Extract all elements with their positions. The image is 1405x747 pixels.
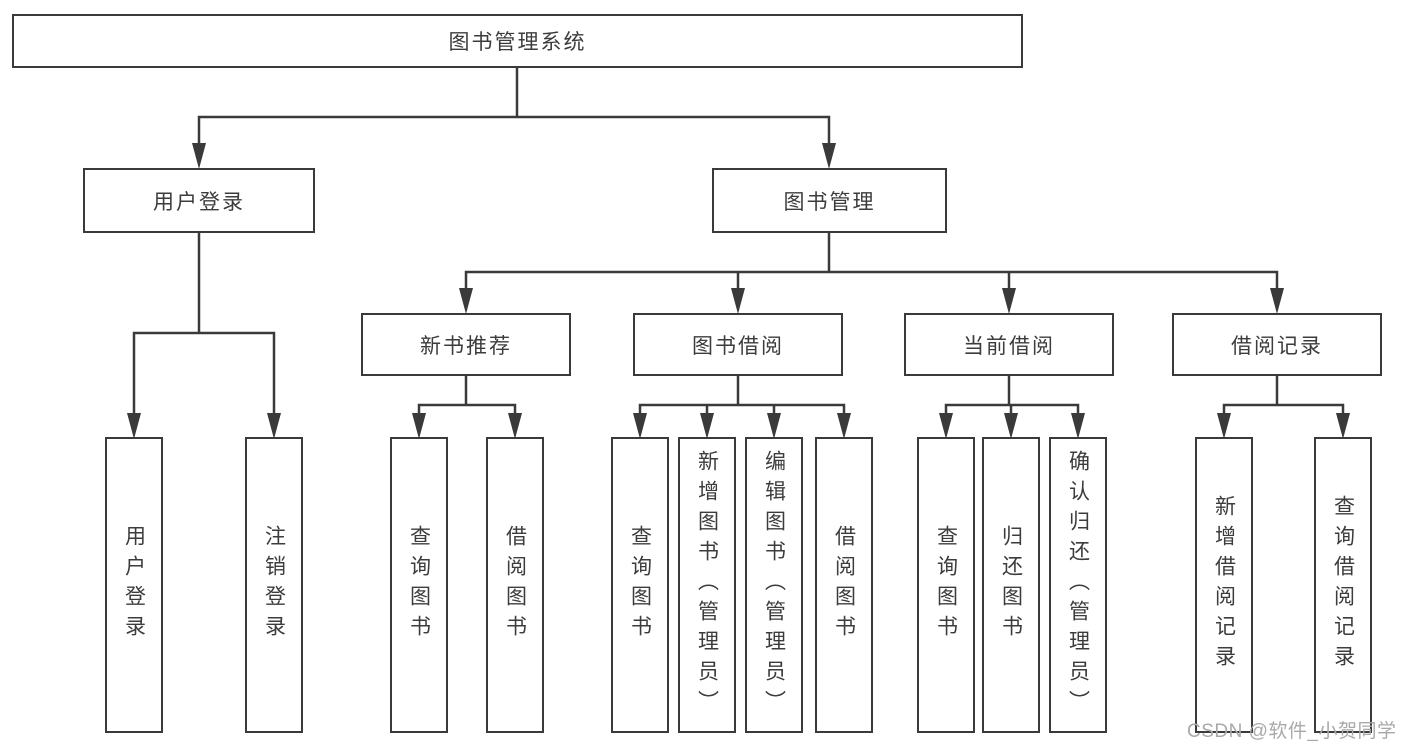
leaf-borrow-books: 借阅图书 (815, 437, 873, 733)
node-current-borrowing: 当前借阅 (904, 313, 1114, 376)
leaf-logout: 注销登录 (245, 437, 303, 733)
leaf-add-borrow-record: 新增借阅记录 (1195, 437, 1253, 733)
watermark: CSDN @软件_小贺同学 (1187, 721, 1397, 742)
leaf-borrow-books-recommend: 借阅图书 (486, 437, 544, 733)
leaf-edit-book-admin: 编辑图书（管理员） (745, 437, 803, 733)
node-book-borrowing: 图书借阅 (633, 313, 843, 376)
leaf-confirm-return-admin: 确认归还（管理员） (1049, 437, 1107, 733)
node-user-login: 用户登录 (83, 168, 315, 233)
leaf-return-book: 归还图书 (982, 437, 1040, 733)
leaf-user-login: 用户登录 (105, 437, 163, 733)
leaf-query-books-current: 查询图书 (917, 437, 975, 733)
leaf-add-book-admin: 新增图书（管理员） (678, 437, 736, 733)
node-borrowing-records: 借阅记录 (1172, 313, 1382, 376)
leaf-query-borrow-record: 查询借阅记录 (1314, 437, 1372, 733)
node-root: 图书管理系统 (12, 14, 1023, 68)
leaf-query-books-recommend: 查询图书 (390, 437, 448, 733)
node-book-management: 图书管理 (712, 168, 947, 233)
node-new-book-recommendation: 新书推荐 (361, 313, 571, 376)
leaf-query-books-borrow: 查询图书 (611, 437, 669, 733)
